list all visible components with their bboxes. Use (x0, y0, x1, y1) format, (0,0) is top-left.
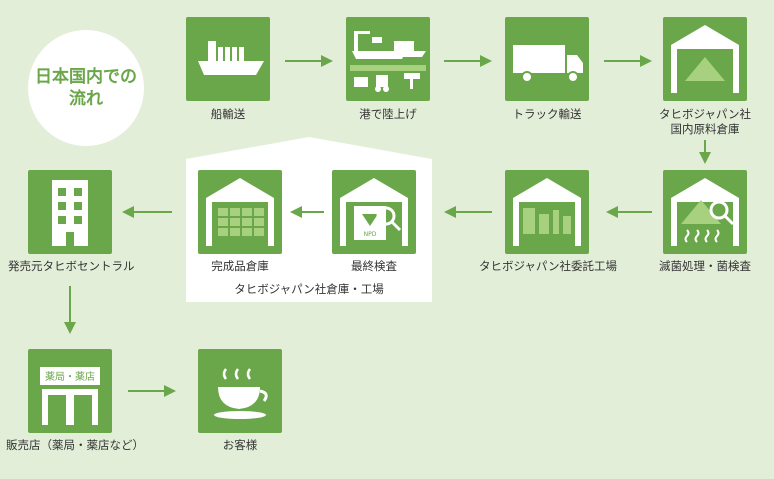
central-box (28, 170, 112, 254)
arrow-contract-final (444, 206, 492, 218)
truck-icon (513, 45, 583, 83)
product-label: 完成品倉庫 (211, 259, 269, 273)
arrow-store-customer (128, 385, 176, 397)
contract-label: タヒボジャパン社委託工場 (479, 259, 617, 273)
truck-label: トラック輸送 (512, 107, 582, 121)
building-icon (52, 180, 88, 246)
ship-box (186, 17, 270, 101)
customer-box (198, 349, 282, 433)
contract-box (505, 170, 589, 254)
warehouse-box (663, 17, 747, 101)
arrow-sterilize-contract (606, 206, 652, 218)
truck-box (505, 17, 589, 101)
store-label: 販売店（薬局・薬店など） (6, 438, 144, 452)
central-label: 発売元タヒボセントラル (8, 259, 135, 273)
port-icon (350, 31, 426, 92)
store-icon: 薬局・薬店 (40, 367, 100, 425)
sterilize-icon (671, 178, 739, 246)
arrow-ship-port (285, 55, 333, 67)
final-label: 最終検査 (351, 259, 397, 273)
warehouse-icon (671, 25, 739, 93)
arrow-central-store (64, 286, 76, 334)
arrow-final-product (290, 206, 324, 218)
arrow-product-central (122, 206, 172, 218)
title-badge: 日本国内での 流れ (28, 30, 144, 146)
sterilize-box (663, 170, 747, 254)
product-warehouse-icon (206, 178, 274, 246)
store-sign-text: 薬局・薬店 (45, 370, 95, 383)
tea-cup-icon (214, 368, 268, 419)
title-line-1: 日本国内での (35, 67, 137, 87)
inspection-icon: NPD (340, 178, 408, 246)
warehouse-label-2: 国内原料倉庫 (670, 122, 740, 136)
ship-label: 船輸送 (210, 107, 246, 121)
port-label: 港で陸上げ (359, 107, 417, 121)
ship-icon (198, 41, 264, 75)
port-box (346, 17, 430, 101)
customer-label: お客様 (222, 438, 258, 452)
factory-icon (513, 178, 581, 246)
final-box: NPD (332, 170, 416, 254)
arrow-port-truck (444, 55, 492, 67)
product-box (198, 170, 282, 254)
sterilize-label: 滅菌処理・菌検査 (659, 259, 751, 273)
arrow-warehouse-sterilize (699, 140, 711, 164)
panel-label: タヒボジャパン社倉庫・工場 (234, 282, 384, 296)
warehouse-label-1: タヒボジャパン社 (659, 107, 751, 121)
arrow-truck-warehouse (604, 55, 652, 67)
doc-text: NPD (364, 231, 377, 238)
title-line-2: 流れ (69, 89, 103, 109)
store-box: 薬局・薬店 (28, 349, 112, 433)
